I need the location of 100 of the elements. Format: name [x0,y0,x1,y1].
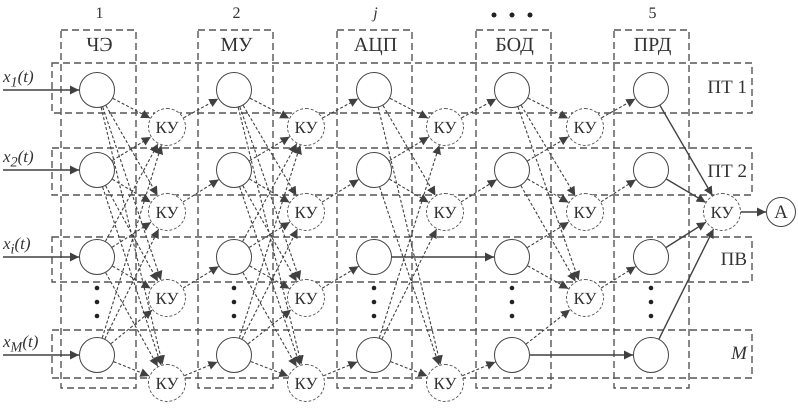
processing-node-circle [356,337,392,373]
dashed-arrow [527,265,569,290]
dashed-arrow [239,106,302,280]
switch-circle [287,193,325,231]
dashed-arrow [102,186,163,366]
output-circle [766,197,796,227]
dashed-arrow [248,222,290,248]
switch-circle [426,193,464,231]
switch-label: КУ [155,204,179,220]
dashed-arrow [520,185,576,282]
arrow [530,350,633,360]
switch-label: КУ [294,204,318,220]
arrow [392,252,494,262]
dashed-arrow [389,136,430,162]
dashed-arrow [238,107,304,365]
switch-label: КУ [294,290,318,306]
dashed-arrow [112,98,150,119]
switch-label: КУ [573,204,597,220]
dashed-arrow [112,136,152,162]
dashed-arrow [389,178,429,203]
output-label: A [774,202,788,222]
dashed-arrow [242,185,298,282]
arrow [741,208,766,216]
processing-node-circle [216,152,252,188]
switch-label: КУ [433,118,457,136]
dashed-arrow [242,143,298,242]
dashed-arrow [242,228,298,340]
dashed-arrow [528,98,568,119]
processing-node-circle [494,152,530,188]
dashed-arrow [461,98,497,118]
input-signal-label: x$_{1}$(t) [3,66,58,90]
input-signal-label: x$_{M}$(t) [3,331,58,355]
dashed-arrow [378,107,443,365]
dashed-arrow [390,361,428,377]
dashed-arrow [250,98,290,119]
switch-circle [287,279,325,317]
dashed-arrow [105,143,158,242]
dashed-arrow [600,266,636,288]
dashed-arrow [183,98,219,118]
switch-circle [566,193,604,231]
dashed-arrow [249,265,290,290]
arrow [3,166,79,174]
dashed-arrow [182,266,219,289]
dashed-arrow [520,105,576,196]
processing-node-circle [79,152,115,188]
processing-node-circle [356,72,392,108]
switch-circle [287,108,325,146]
processing-node-circle [216,72,252,108]
dashed-arrow [105,105,158,196]
processing-node-circle [494,72,530,108]
arrow [666,178,706,203]
dashed-arrow [527,136,569,162]
processing-node-circle [79,337,115,373]
processing-node-circle [79,239,115,275]
dashed-arrow [242,272,298,367]
switch-label: КУ [433,204,457,220]
switch-label: КУ [433,374,457,392]
switch-circle [426,108,464,146]
switch-circle [148,279,186,317]
processing-node-circle [79,72,115,108]
switch-circle [148,193,186,231]
arrow [3,252,79,262]
dashed-arrow [110,310,153,344]
switch-label: КУ [294,118,318,136]
input-signal-label: x$_{2}$(t) [3,146,58,170]
switch-label: КУ [294,374,318,392]
dashed-arrow [460,179,498,202]
switch-label: КУ [573,118,597,136]
switch-label: КУ [710,204,734,220]
processing-node-circle [356,239,392,275]
switch-label: КУ [155,118,179,136]
dashed-arrow [526,309,570,344]
dashed-arrow [250,361,288,378]
processing-node-circle [633,152,669,188]
arrow [3,86,79,94]
switch-circle [566,108,604,146]
switch-circle [148,108,186,146]
dashed-arrow [184,361,218,376]
switch-circle [566,279,604,317]
dashed-arrow [249,178,290,203]
processing-node-circle [633,337,669,373]
dashed-arrow [390,98,428,119]
dashed-arrow [238,144,302,338]
processing-node-circle [494,337,530,373]
processing-node-circle [356,152,392,188]
processing-node-circle [216,239,252,275]
processing-node-circle [216,337,252,373]
dashed-arrow [249,136,290,162]
dashed-arrow [242,105,297,196]
dashed-arrow [112,178,151,203]
arrow [666,222,706,248]
dashed-arrow [322,98,358,118]
switch-label: КУ [155,374,179,392]
dashed-arrow [182,179,220,202]
processing-node-circle [633,239,669,275]
dashed-arrow [105,186,158,282]
dashed-arrow [378,144,441,338]
dashed-arrow [112,222,152,248]
dashed-arrow [239,186,302,366]
arrow [658,228,714,340]
